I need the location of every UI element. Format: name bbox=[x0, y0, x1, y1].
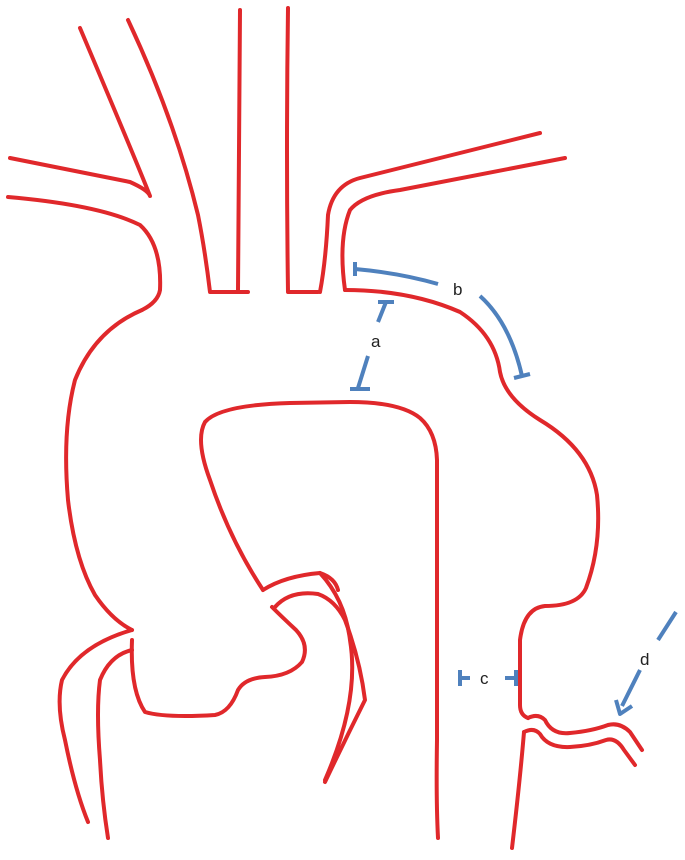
label-b: b bbox=[453, 280, 462, 299]
brachiocephalic-upper-wall bbox=[8, 26, 152, 198]
carotid-right-wall bbox=[236, 8, 242, 292]
thoracic-branch-upper bbox=[340, 156, 567, 292]
measurement-b bbox=[353, 262, 531, 380]
brachiocephalic-lower-wall bbox=[6, 195, 163, 312]
chamber-right-lobe bbox=[318, 571, 355, 782]
bottom-branch-upper bbox=[526, 713, 644, 752]
arch-inner-wall bbox=[199, 400, 440, 840]
arch-outer-wall bbox=[343, 288, 601, 720]
ascending-outer-wall bbox=[64, 308, 144, 632]
bottom-branch-lower bbox=[522, 727, 637, 767]
lower-chamber-wall bbox=[129, 605, 307, 718]
carotid-left-wall bbox=[126, 18, 250, 294]
subclavian-right-wall bbox=[318, 131, 542, 294]
label-d: d bbox=[640, 650, 649, 669]
label-c: c bbox=[480, 669, 489, 688]
lower-left-inner-wall bbox=[96, 648, 134, 840]
subclavian-left-wall bbox=[285, 6, 320, 294]
lower-left-outer-wall bbox=[57, 628, 134, 824]
label-a: a bbox=[371, 332, 381, 351]
measurement-c bbox=[458, 670, 518, 686]
measurement-a bbox=[350, 300, 394, 391]
measurement-d-arrow bbox=[614, 610, 678, 716]
descending-right-wall bbox=[510, 730, 526, 850]
